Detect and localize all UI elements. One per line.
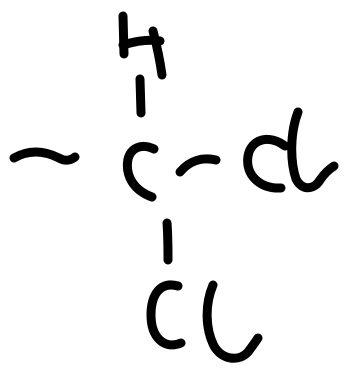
top-atom-h xyxy=(118,11,167,80)
bottom-bond xyxy=(162,218,173,265)
right-bond xyxy=(175,154,221,177)
center-atom-c xyxy=(122,141,159,202)
right-atom-cl xyxy=(243,107,339,193)
bottom-atom-cl xyxy=(146,280,263,363)
left-bond xyxy=(9,147,80,165)
top-bond xyxy=(135,74,146,118)
